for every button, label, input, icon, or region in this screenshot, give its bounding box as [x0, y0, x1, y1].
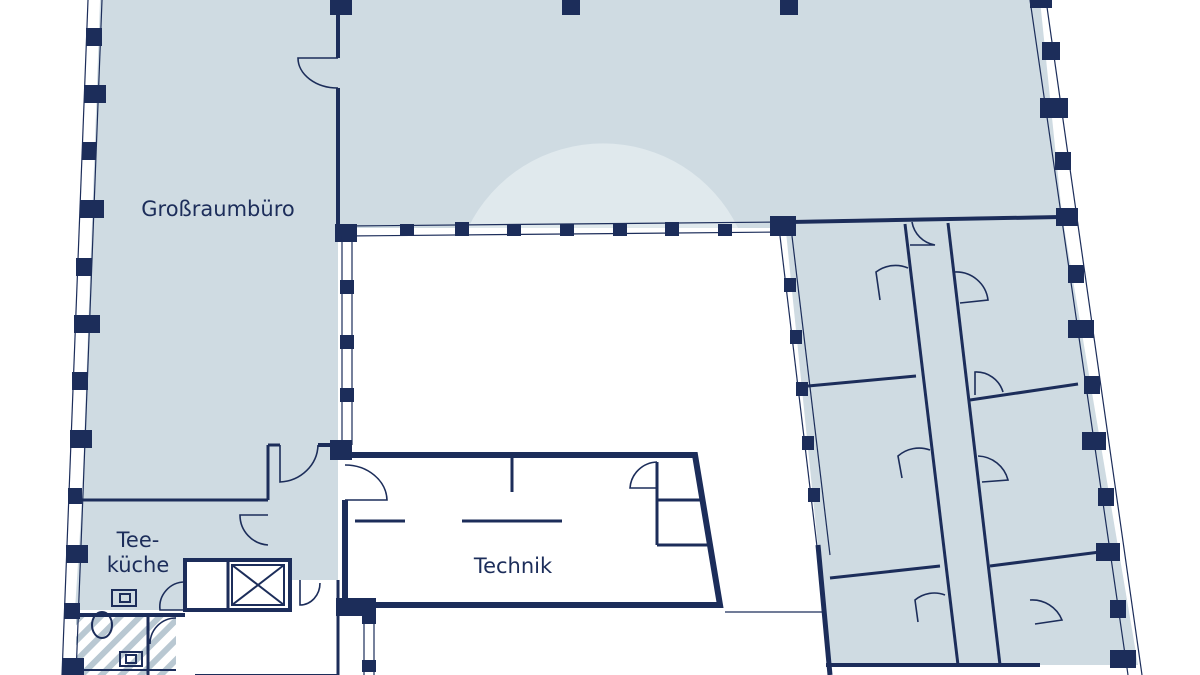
interior-walls [75, 15, 1101, 675]
technik-room [336, 452, 724, 616]
label-technical: Technik [473, 554, 553, 578]
left-facade-pillars [62, 28, 106, 675]
label-open-office: Großraumbüro [141, 197, 294, 221]
label-kitchen-line1: Tee- [116, 528, 160, 552]
label-kitchen-line2: küche [107, 553, 170, 577]
top-pillars [330, 0, 798, 15]
room-right-offices [785, 215, 1138, 665]
room-corridor-left [268, 450, 338, 580]
room-kitchen [75, 500, 268, 610]
room-fills [75, 0, 1138, 675]
room-open-office-left [82, 0, 338, 500]
right-facade-pillars [1030, 0, 1136, 668]
light-arc [468, 143, 738, 228]
